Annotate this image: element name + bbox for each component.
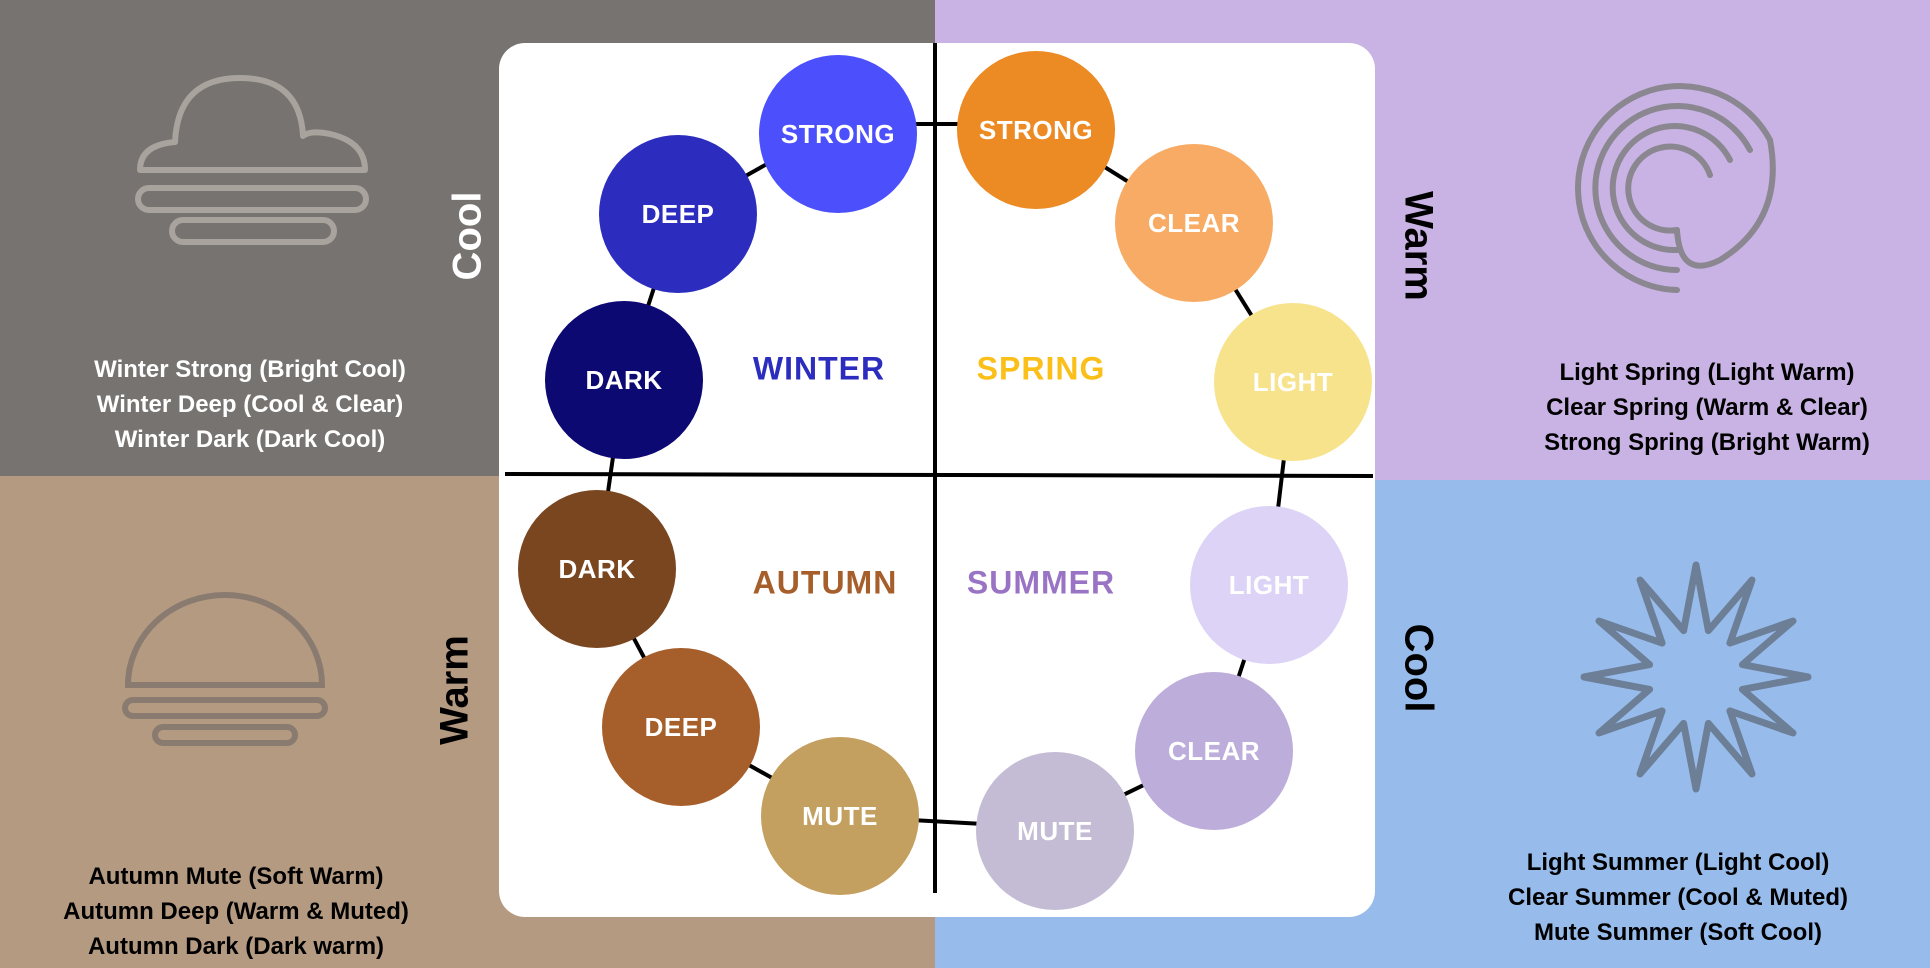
spring-label: SPRING [976,350,1106,387]
horizontal-axis [504,472,1374,478]
summer-label: SUMMER [966,564,1116,601]
description-line: Winter Strong (Bright Cool) [94,356,406,383]
cloud-fog-icon [135,75,369,245]
autumn-dark-circle: DARK [518,490,676,648]
summer-mute-circle: MUTE [976,752,1134,910]
autumn-mute-circle: MUTE [761,737,919,895]
description-line: Clear Summer (Cool & Muted) [1507,884,1849,911]
summer-clear-circle: CLEAR [1135,672,1293,830]
summer-descriptions: Light Summer (Light Cool) Clear Summer (… [1508,845,1848,950]
description-line: Winter Deep (Cool & Clear) [96,391,404,418]
sunset-icon [122,592,328,746]
autumn-deep-circle: DEEP [602,648,760,806]
description-line: Mute Summer (Soft Cool) [1534,919,1822,946]
description-line: Strong Spring (Bright Warm) [1544,429,1870,456]
spring-clear-circle: CLEAR [1115,144,1273,302]
description-line: Autumn Deep (Warm & Muted) [63,898,409,925]
winter-descriptions: Winter Strong (Bright Cool) Winter Deep … [94,352,406,457]
winter-label: WINTER [752,350,886,387]
summer-light-circle: LIGHT [1190,506,1348,664]
spring-descriptions: Light Spring (Light Warm) Clear Spring (… [1544,355,1870,460]
winter-strong-circle: STRONG [759,55,917,213]
autumn-descriptions: Autumn Mute (Soft Warm) Autumn Deep (War… [63,859,409,964]
spiral-icon [1575,83,1776,293]
winter-deep-circle: DEEP [599,135,757,293]
description-line: Clear Spring (Warm & Clear) [1546,394,1868,421]
description-line: Light Summer (Light Cool) [1526,849,1830,876]
star-burst-icon [1580,561,1812,793]
spring-light-circle: LIGHT [1214,303,1372,461]
spring-strong-circle: STRONG [957,51,1115,209]
description-line: Winter Dark (Dark Cool) [114,426,386,453]
autumn-label: AUTUMN [752,564,898,601]
description-line: Autumn Dark (Dark warm) [87,933,385,960]
description-line: Autumn Mute (Soft Warm) [88,863,384,890]
description-line: Light Spring (Light Warm) [1559,359,1855,386]
winter-dark-circle: DARK [545,301,703,459]
